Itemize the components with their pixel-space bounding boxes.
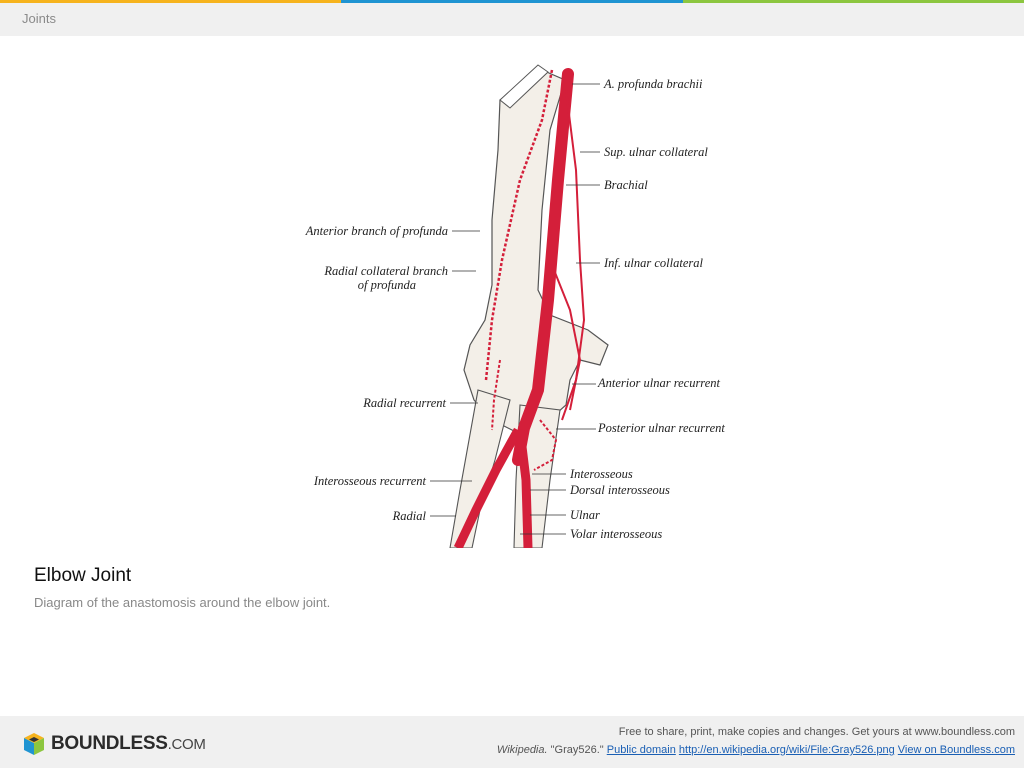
left-leader-lines: [430, 230, 480, 517]
color-bar-blue: [341, 0, 683, 3]
caption-text: Diagram of the anastomosis around the el…: [34, 595, 331, 610]
label-radial: Radial: [392, 509, 427, 523]
boundless-cube-icon: [24, 733, 44, 755]
label-ulnar: Ulnar: [570, 508, 600, 522]
caption-title: Elbow Joint: [34, 565, 132, 586]
radius-bone: [449, 389, 511, 548]
inf-ulnar-collateral: [549, 259, 582, 411]
label-brachial: Brachial: [604, 178, 648, 192]
humerus-head-cut: [499, 64, 549, 109]
label-radial-recurrent: Radial recurrent: [362, 396, 446, 410]
slide-footer: BOUNDLESS.COM Free to share, print, make…: [0, 716, 1024, 768]
source-attribution: Wikipedia. "Gray526." Public domain http…: [497, 744, 1015, 756]
label-sup-ulnar-collateral: Sup. ulnar collateral: [604, 145, 708, 159]
logo-word: BOUNDLESS: [51, 733, 168, 754]
recurrent-loops: [491, 359, 558, 471]
logo-suffix: .COM: [167, 736, 206, 753]
right-leader-lines: [520, 83, 600, 535]
elbow-anastomosis-diagram: A. profunda brachii Sup. ulnar collatera…: [305, 64, 725, 548]
label-interosseous: Interosseous: [569, 467, 633, 481]
source-site: Wikipedia.: [496, 744, 548, 756]
label-a-profunda-brachii: A. profunda brachii: [603, 77, 703, 91]
label-of-profunda: of profunda: [358, 278, 416, 292]
label-anterior-ulnar-recurrent: Anterior ulnar recurrent: [597, 376, 721, 390]
label-radial-collateral-branch: Radial collateral branch: [323, 264, 448, 278]
source-title: "Gray526.": [547, 744, 607, 756]
slide-header: Joints: [0, 3, 1024, 36]
free-share-notice: Free to share, print, make copies and ch…: [618, 726, 1015, 738]
label-posterior-ulnar-recurrent: Posterior ulnar recurrent: [597, 421, 725, 435]
profunda-branch: [484, 69, 554, 381]
label-interosseous-recurrent: Interosseous recurrent: [313, 474, 427, 488]
logo-wordmark: BOUNDLESS.COM: [51, 733, 206, 755]
top-color-bar: [0, 0, 1024, 3]
humerus-bone: [463, 69, 609, 433]
label-dorsal-interosseous: Dorsal interosseous: [569, 483, 670, 497]
label-inf-ulnar-collateral: Inf. ulnar collateral: [603, 256, 703, 270]
radial-artery: [453, 427, 522, 548]
license-link[interactable]: Public domain: [606, 744, 676, 756]
label-volar-interosseous: Volar interosseous: [570, 527, 662, 541]
slide-section-title: Joints: [22, 11, 56, 26]
ulnar-artery: [515, 429, 533, 548]
source-url-link[interactable]: http://en.wikipedia.org/wiki/File:Gray52…: [678, 744, 895, 756]
view-on-boundless-link[interactable]: View on Boundless.com: [897, 744, 1015, 756]
color-bar-green: [682, 0, 1024, 3]
label-anterior-branch-profunda: Anterior branch of profunda: [305, 224, 448, 238]
boundless-logo[interactable]: BOUNDLESS.COM: [22, 732, 206, 756]
color-bar-orange: [0, 0, 342, 3]
